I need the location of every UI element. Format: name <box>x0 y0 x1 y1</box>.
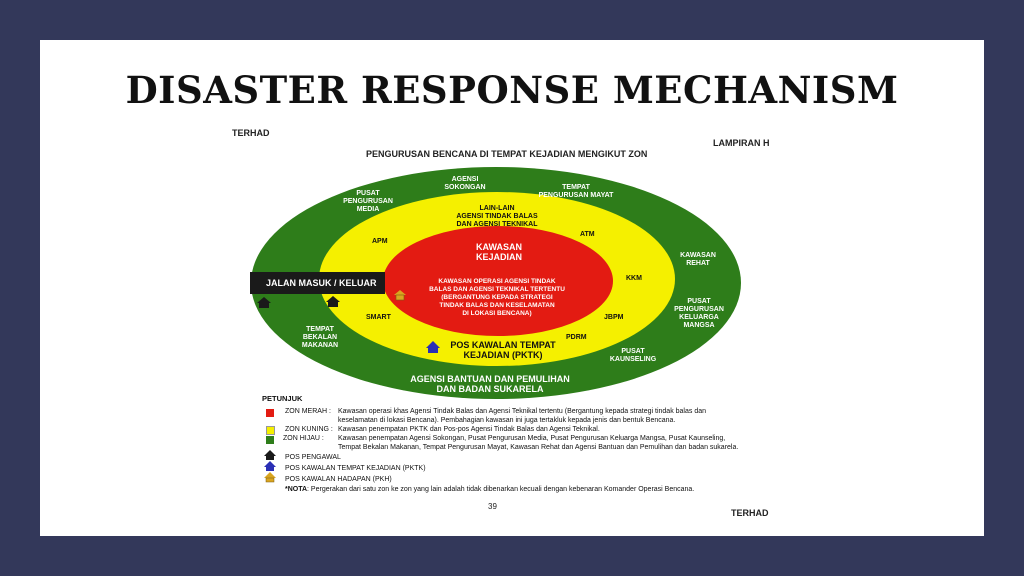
legend-green-swatch <box>266 436 274 444</box>
legend-zon-merah-label: ZON MERAH : <box>285 408 331 415</box>
doc-title: PENGURUSAN BENCANA DI TEMPAT KEJADIAN ME… <box>366 149 648 159</box>
legend-zon-kuning-label: ZON KUNING : <box>285 426 333 433</box>
legend-pos-pkh: POS KAWALAN HADAPAN (PKH) <box>285 476 392 483</box>
legend-nota: *NOTA: Pergerakan dari satu zon ke zon y… <box>285 486 694 495</box>
legend-zon-hijau-text: Kawasan penempatan Agensi Sokongan, Pusa… <box>338 435 739 451</box>
legend-pos-pktk: POS KAWALAN TEMPAT KEJADIAN (PKTK) <box>285 465 426 472</box>
legend-zon-hijau-label: ZON HIJAU : <box>283 435 324 442</box>
pos-pengawal-icon <box>257 297 271 308</box>
pos-pktk-icon <box>426 341 440 353</box>
label-apm: APM <box>372 238 388 245</box>
page-number: 39 <box>488 502 497 511</box>
red-zone <box>383 226 613 336</box>
road-label: JALAN MASUK / KELUAR <box>266 278 377 288</box>
legend-heading: PETUNJUK <box>262 394 303 403</box>
pos-pengawal-icon <box>326 296 340 307</box>
pos-pkh-icon <box>394 290 406 301</box>
label-kkm: KKM <box>626 275 642 282</box>
slide-title: DISASTER RESPONSE MECHANISM <box>125 68 899 112</box>
classification-bottom: TERHAD <box>731 508 769 518</box>
legend-yellow-swatch <box>266 426 275 435</box>
label-jbpm: JBPM <box>604 314 624 321</box>
annex-label: LAMPIRAN H <box>713 138 770 148</box>
classification-top: TERHAD <box>232 128 270 138</box>
legend-pos-pengawal: POS PENGAWAL <box>285 454 341 461</box>
label-atm: ATM <box>580 231 595 238</box>
label-pdrm: PDRM <box>566 334 587 341</box>
road-bar <box>250 272 385 294</box>
legend-nota-label: *NOTA <box>285 486 308 493</box>
legend-zon-merah-text: Kawasan operasi khas Agensi Tindak Balas… <box>338 408 707 424</box>
legend-zon-kuning-text: Kawasan penempatan PKTK dan Pos-pos Agen… <box>338 426 600 433</box>
label-smart: SMART <box>366 314 391 321</box>
legend-nota-text: : Pergerakan dari satu zon ke zon yang l… <box>307 486 695 493</box>
legend-red-swatch <box>266 409 274 417</box>
